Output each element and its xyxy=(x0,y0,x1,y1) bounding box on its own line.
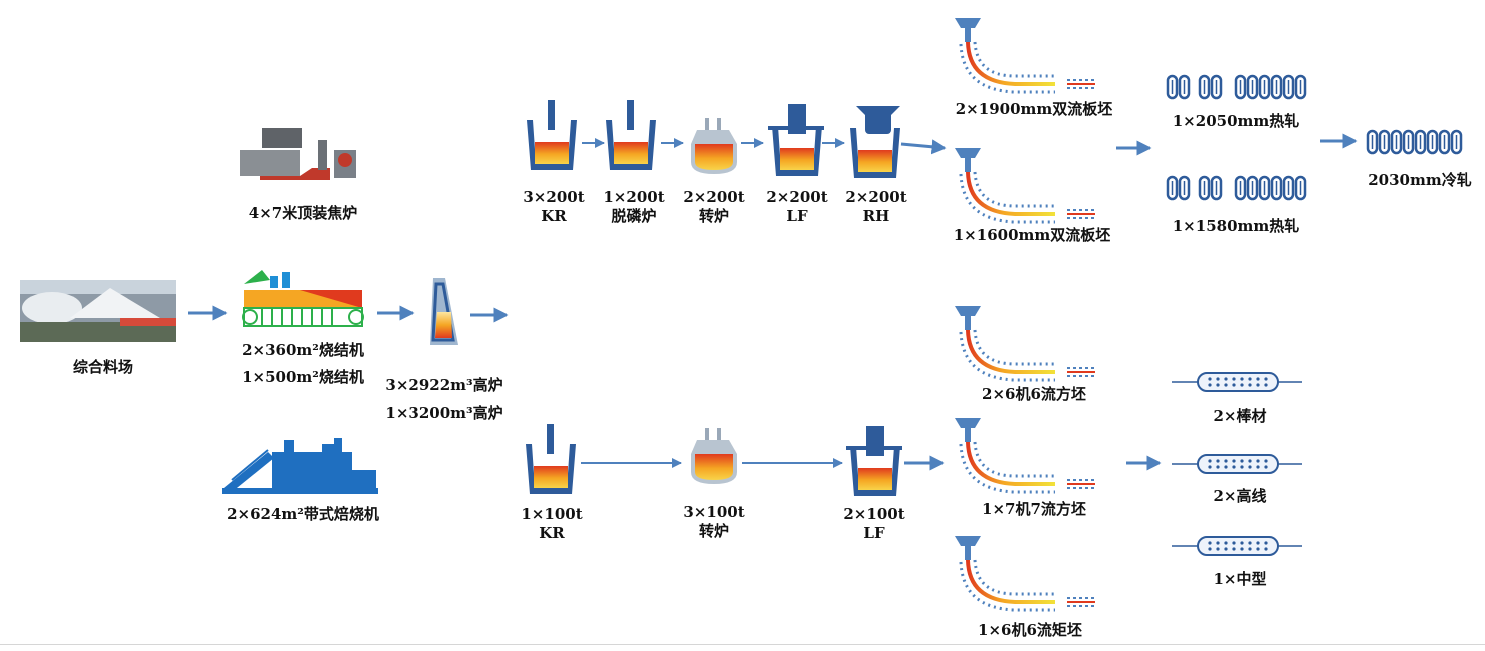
caster-slab-1600 xyxy=(953,146,1097,224)
bottom-divider xyxy=(0,644,1485,645)
label-billet-7: 1×7机7流方坯 xyxy=(982,500,1086,518)
label-material-yard: 综合料场 xyxy=(72,358,134,376)
rh-top xyxy=(850,106,900,178)
cold-mill-2030 xyxy=(1362,129,1470,155)
label-coke-oven: 4×7米顶装焦炉 xyxy=(248,204,358,222)
label-bar: 2×棒材 xyxy=(1213,407,1267,425)
kr-ladle-top xyxy=(527,100,577,170)
converter-top xyxy=(691,118,737,174)
hot-mill-2050 xyxy=(1152,74,1322,100)
label-pellet: 2×624m²带式焙烧机 xyxy=(227,505,379,523)
converter-bottom xyxy=(691,428,737,484)
blast-furnace-icon xyxy=(430,278,458,345)
caster-rect-6 xyxy=(953,534,1097,612)
hot-mill-1580 xyxy=(1152,175,1322,201)
caster-billet-7 xyxy=(953,416,1097,494)
label-sinter-2: 1×500m²烧结机 xyxy=(242,368,364,386)
label-hot-2050: 1×2050mm热轧 xyxy=(1172,112,1300,130)
label-slab-1900: 2×1900mm双流板坯 xyxy=(955,100,1113,118)
label-rect-6: 1×6机6流矩坯 xyxy=(978,621,1082,639)
label-blast-furnace-2: 1×3200m³高炉 xyxy=(385,404,503,422)
label-blast-furnace-1: 3×2922m³高炉 xyxy=(385,376,503,394)
caster-billet-6 xyxy=(953,304,1097,382)
pellet-machine-icon xyxy=(222,438,378,494)
caster-slab-1900 xyxy=(953,16,1097,94)
label-cold-2030: 2030mm冷轧 xyxy=(1368,171,1472,189)
label-hot-1580: 1×1580mm热轧 xyxy=(1172,217,1300,235)
medium-mill-icon xyxy=(1171,536,1303,556)
lf-top xyxy=(768,104,824,176)
dephos-furnace xyxy=(606,100,656,170)
wire-mill-icon xyxy=(1171,454,1303,474)
sinter-machine-icon xyxy=(242,270,364,327)
label-medium: 1×中型 xyxy=(1213,570,1267,588)
label-billet-6: 2×6机6流方坯 xyxy=(982,385,1086,403)
coke-oven-icon xyxy=(240,128,356,180)
flow-arrows xyxy=(188,133,1358,471)
kr-ladle-bottom xyxy=(526,424,576,494)
label-sinter-1: 2×360m²烧结机 xyxy=(242,341,364,359)
bar-mill-icon xyxy=(1171,372,1303,392)
label-slab-1600: 1×1600mm双流板坯 xyxy=(953,226,1111,244)
label-wire: 2×高线 xyxy=(1213,487,1267,505)
lf-bottom xyxy=(846,426,902,496)
material-yard-image xyxy=(20,280,176,342)
